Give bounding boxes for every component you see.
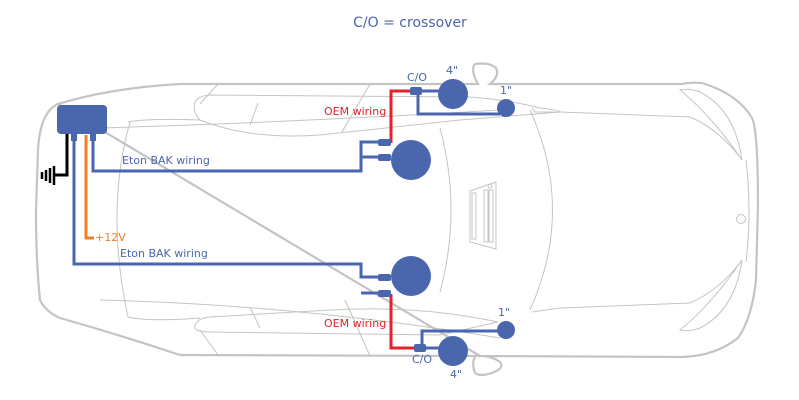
oem-wire-top — [389, 89, 412, 143]
eton-wiring-label-top: Eton BAK wiring — [122, 154, 210, 167]
eton-wire-top — [91, 135, 380, 173]
windshield-top — [529, 109, 553, 311]
oem-wiring-label-bottom: OEM wiring — [324, 317, 386, 330]
crossover-label-top: C/O — [407, 71, 427, 84]
front-woofer-bottom — [391, 256, 431, 296]
midrange-top — [438, 79, 468, 109]
radio-unit — [469, 181, 497, 250]
front-emblem — [736, 214, 746, 224]
tweeter-top — [497, 99, 515, 117]
amp-terminal — [90, 133, 96, 141]
rear-window — [116, 121, 131, 318]
power-label: +12V — [95, 231, 126, 244]
speakers — [391, 79, 515, 366]
crossover-bottom — [414, 344, 426, 352]
hood-corner-top — [678, 88, 743, 161]
ground-wire — [55, 133, 69, 177]
crossover-label-bottom: C/O — [412, 353, 432, 366]
eton-wire-bottom — [72, 135, 380, 295]
amplifier — [57, 105, 107, 141]
car-outline — [34, 62, 760, 377]
connector — [378, 290, 391, 297]
top-window-line-2 — [249, 102, 259, 126]
bottom-window-line-3 — [344, 299, 371, 357]
crossover-top — [410, 87, 422, 95]
co-to-tweeter-top — [416, 91, 500, 116]
amplifier-body — [57, 105, 107, 134]
midrange-size-label-top: 4" — [446, 64, 458, 77]
power-wire — [84, 135, 94, 240]
top-window-line-1 — [199, 83, 219, 105]
amp-terminal — [71, 133, 77, 141]
midrange-bottom — [438, 336, 468, 366]
hood-edge — [745, 159, 750, 263]
top-window-line-3 — [341, 83, 371, 133]
windshield-curve — [531, 107, 691, 313]
dash-line — [439, 127, 452, 293]
oem-wiring-label-top: OEM wiring — [324, 105, 386, 118]
eton-wiring-label-bottom: Eton BAK wiring — [120, 247, 208, 260]
wires — [55, 89, 500, 350]
hood-corner-bottom — [678, 259, 743, 332]
co-to-tweeter-bottom — [420, 329, 500, 348]
bottom-window-line-1 — [199, 329, 219, 356]
connector — [378, 274, 391, 281]
tweeter-size-label-bottom: 1" — [498, 306, 510, 319]
connector — [378, 154, 391, 161]
rear-cabin-line — [127, 118, 201, 321]
ground-icon — [40, 166, 56, 185]
connectors — [378, 87, 426, 352]
diagram-title: C/O = crossover — [353, 15, 467, 31]
oem-wire-bottom — [389, 294, 414, 350]
car-body-outline — [34, 62, 760, 377]
bottom-window-line-2 — [249, 306, 261, 329]
front-woofer-top — [391, 140, 431, 180]
connector — [378, 139, 391, 146]
midrange-size-label-bottom: 4" — [450, 368, 462, 381]
tweeter-bottom — [497, 321, 515, 339]
tweeter-size-label-top: 1" — [500, 84, 512, 97]
